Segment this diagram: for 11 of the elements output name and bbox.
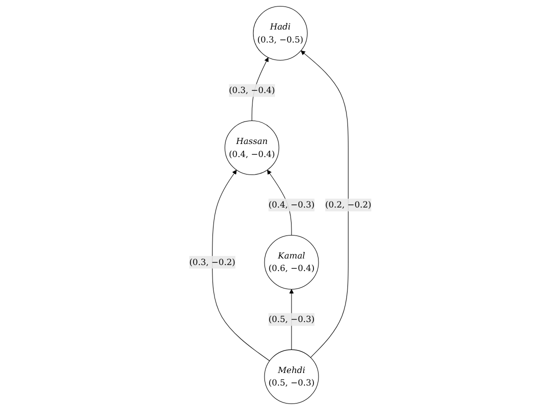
- edge-label: (0.5, −0.3): [268, 314, 314, 324]
- arrow: [212, 170, 270, 362]
- edge-label: (0.4, −0.3): [268, 200, 314, 210]
- node-circle: Hadi (0.3, −0.5): [252, 6, 308, 61]
- node-circle: Hassan (0.4, −0.4): [224, 120, 279, 176]
- arrow: [300, 50, 348, 358]
- node-circle: Mehdi (0.5, −0.3): [264, 349, 319, 404]
- edge-label: (0.3, −0.2): [188, 256, 236, 268]
- node-circle: Kamal (0.6, −0.4): [264, 234, 319, 290]
- edge-label: (0.3, −0.4): [228, 85, 275, 96]
- edge-label: (0.2, −0.2): [324, 200, 372, 210]
